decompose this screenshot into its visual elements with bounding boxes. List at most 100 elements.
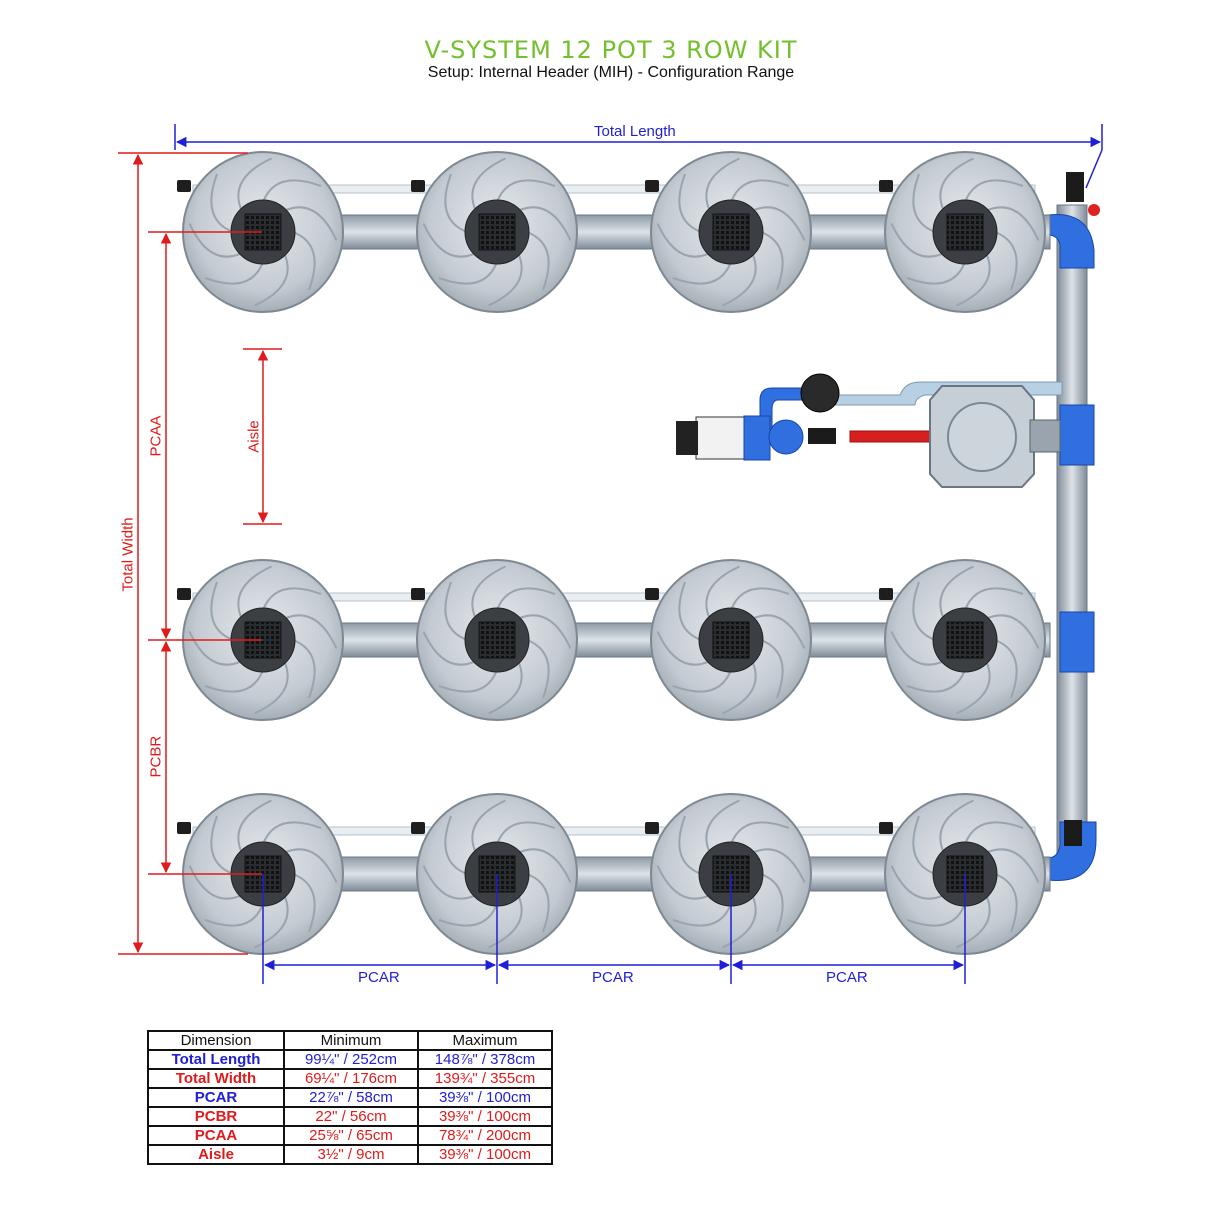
pot-blade xyxy=(210,173,234,233)
row-maximum: 39⅜" / 100cm xyxy=(417,1144,553,1165)
pot-blade xyxy=(939,565,974,620)
mesh-pot xyxy=(712,621,750,659)
pot-blade xyxy=(488,252,523,307)
pot-blade xyxy=(656,223,711,258)
drip-valve-icon xyxy=(645,588,659,600)
drip-valve-icon xyxy=(177,822,191,834)
pot-blade xyxy=(422,865,477,900)
pot-blade xyxy=(254,252,289,307)
pot-blade xyxy=(751,848,806,883)
pot-blade xyxy=(254,894,289,949)
pot-blade xyxy=(444,581,468,641)
pot-blade xyxy=(471,565,506,620)
pcar-label-1: PCAR xyxy=(358,969,400,986)
pot-blade xyxy=(283,614,338,649)
pot-blade xyxy=(964,821,1024,845)
pot-blade xyxy=(496,587,556,611)
pot-blade xyxy=(283,848,338,883)
pot-blade xyxy=(985,614,1040,649)
irrigation-line xyxy=(192,826,1036,836)
pot-blade xyxy=(678,815,702,875)
pump-body xyxy=(695,416,747,460)
irrigation-line xyxy=(192,184,1036,194)
drip-valve-icon xyxy=(879,180,893,192)
inline-valve xyxy=(808,428,836,444)
row-dimension: PCBR xyxy=(147,1106,285,1127)
pot-blade xyxy=(906,669,966,693)
pot-blade xyxy=(751,206,806,241)
pot-blade xyxy=(678,581,702,641)
mesh-pot xyxy=(946,213,984,251)
pot-blade xyxy=(444,815,468,875)
pot-blade xyxy=(705,799,740,854)
row-maximum: 139¾" / 355cm xyxy=(417,1068,553,1089)
drip-valve-icon xyxy=(879,588,893,600)
pot-blade xyxy=(730,179,790,203)
pot-blade xyxy=(444,173,468,233)
table-header-row: Dimension Minimum Maximum xyxy=(147,1030,553,1051)
manifold-pipe xyxy=(1056,204,1088,866)
mesh-pot xyxy=(478,213,516,251)
pot-blade xyxy=(730,587,790,611)
pot-blade xyxy=(292,873,316,933)
pot-blade xyxy=(672,669,732,693)
row-dimension: Aisle xyxy=(147,1144,285,1165)
pot-blade xyxy=(262,179,322,203)
drip-valve-icon xyxy=(879,822,893,834)
row-minimum: 3½" / 9cm xyxy=(283,1144,419,1165)
pot-blade xyxy=(760,231,784,291)
pcbr-label: PCBR xyxy=(147,735,165,778)
pot-blade xyxy=(471,157,506,212)
drip-valve-icon xyxy=(411,588,425,600)
pot-blade xyxy=(517,206,572,241)
pot-blade xyxy=(890,865,945,900)
pot-blade xyxy=(422,223,477,258)
pot-blade xyxy=(722,252,757,307)
manifold-bottom-elbow xyxy=(1047,821,1097,881)
row-dimension: Total Width xyxy=(147,1068,285,1089)
pot-blade xyxy=(722,894,757,949)
total-width-label: Total Width xyxy=(119,517,137,592)
pot-blade xyxy=(672,903,732,927)
pot-blade xyxy=(188,631,243,666)
pot-blade xyxy=(422,631,477,666)
pcar-label-2: PCAR xyxy=(592,969,634,986)
pot-blade xyxy=(204,903,264,927)
total-length-diag xyxy=(1085,149,1103,189)
pot-blade xyxy=(956,660,991,715)
manifold-valve-lower xyxy=(1064,820,1082,846)
mesh-pot xyxy=(946,621,984,659)
pot-blade xyxy=(760,639,784,699)
row-minimum: 22" / 56cm xyxy=(283,1106,419,1127)
row-dimension: PCAR xyxy=(147,1087,285,1108)
drip-valve-icon xyxy=(411,180,425,192)
pot-blade xyxy=(237,565,272,620)
pot-blade xyxy=(210,581,234,641)
pot-blade xyxy=(985,848,1040,883)
pot-blade xyxy=(283,206,338,241)
drip-valve-icon xyxy=(411,822,425,834)
row-maximum: 39⅜" / 100cm xyxy=(417,1087,553,1108)
pot-blade xyxy=(204,669,264,693)
total-length-label: Total Length xyxy=(594,123,676,140)
pot-blade xyxy=(912,581,936,641)
pot-blade xyxy=(722,660,757,715)
pot-blade xyxy=(526,873,550,933)
pot-blade xyxy=(964,587,1024,611)
pot-blade xyxy=(188,223,243,258)
row-maximum: 39⅜" / 100cm xyxy=(417,1106,553,1127)
header-dimension: Dimension xyxy=(147,1030,285,1051)
row-dimension: Total Length xyxy=(147,1049,285,1070)
pot-blade xyxy=(656,631,711,666)
pot-blade xyxy=(292,231,316,291)
pump-motor xyxy=(676,421,698,455)
drip-valve-icon xyxy=(645,822,659,834)
filter-canister-upper xyxy=(800,373,840,413)
pot-blade xyxy=(985,206,1040,241)
pot-blade xyxy=(488,660,523,715)
header-maximum: Maximum xyxy=(417,1030,553,1051)
pot-blade xyxy=(526,231,550,291)
dimension-table: Dimension Minimum Maximum Total Length 9… xyxy=(147,1030,553,1165)
pump-connector xyxy=(743,415,771,461)
